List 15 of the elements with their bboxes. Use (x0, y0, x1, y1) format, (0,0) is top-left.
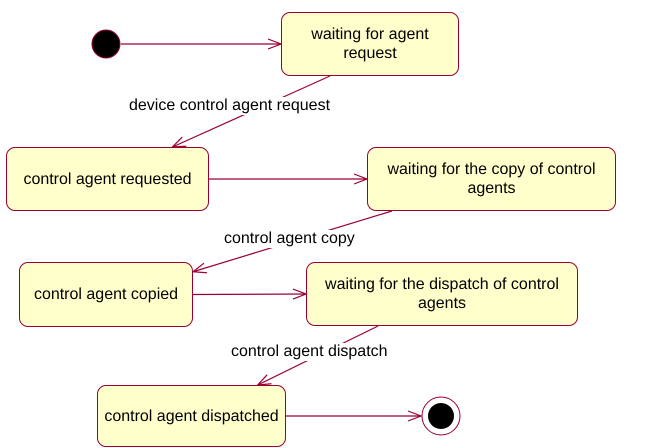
transition-arrow (209, 173, 368, 185)
state-box: waiting for the copy of control agents (367, 147, 616, 211)
state-box: waiting for the dispatch of control agents (306, 262, 578, 326)
edge-label: control agent dispatch (230, 343, 389, 361)
edge-label: device control agent request (128, 97, 332, 115)
transition-arrow (121, 38, 282, 50)
initial-state (91, 29, 121, 59)
state-box: control agent copied (19, 262, 193, 327)
transition-arrow (286, 410, 422, 422)
edge-label: control agent copy (223, 230, 356, 248)
state-box: control agent dispatched (97, 385, 286, 447)
final-state (421, 396, 461, 436)
state-box: waiting for agent request (281, 12, 459, 76)
transition-arrow (193, 288, 307, 300)
state-box: control agent requested (6, 147, 209, 211)
